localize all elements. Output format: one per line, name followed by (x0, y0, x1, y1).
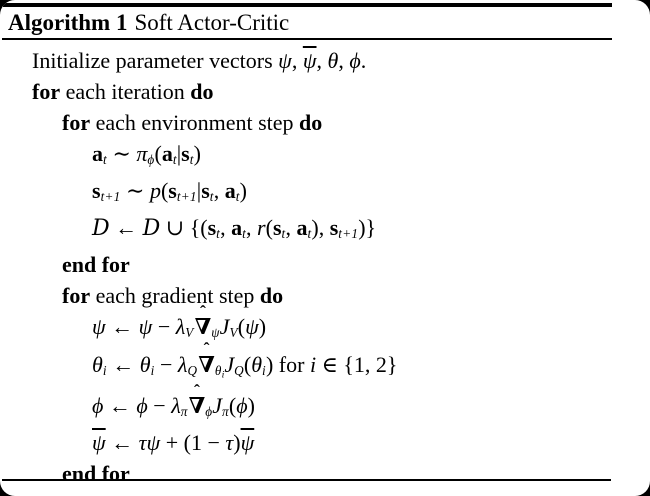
algorithm-title: Soft Actor-Critic (134, 10, 290, 35)
algorithm-line-3: for each environment step do (62, 110, 323, 135)
algorithm-body: Initialize parameter vectors ψ, ψ, θ, ϕ.… (0, 45, 650, 496)
algorithm-line-14: end for (0, 489, 650, 496)
bottom-rule (2, 479, 611, 481)
algorithm-line-8: for each gradient step do (62, 283, 284, 309)
algorithm-line-2: for each iteration do (32, 79, 214, 104)
algorithm-line-13: end for (62, 461, 130, 487)
algorithm-line-7: end for (62, 252, 130, 278)
nabla-hat-symbol: ˆ∇ (194, 301, 212, 340)
algorithm-line-12: ψ ← τψ + (1 − τ)ψ (92, 430, 255, 456)
nabla-hat-symbol: ˆ∇ (188, 380, 206, 419)
nabla-hat-symbol: ˆ∇ (198, 339, 215, 377)
algorithm-line-5: st+1 ∼ p(st+1|st, at) (92, 178, 247, 205)
algorithm-line-4: at ∼ πϕ(at|st) (92, 141, 201, 168)
header-rule (2, 38, 612, 40)
algorithm-line-6: D ← D ∪ {(st, at, r(st, at), st+1)} (92, 215, 377, 242)
algorithm-number: Algorithm 1 (8, 10, 128, 35)
top-rule (3, 3, 612, 7)
algorithm-line-1: Initialize parameter vectors ψ, ψ, θ, ϕ. (32, 48, 367, 73)
